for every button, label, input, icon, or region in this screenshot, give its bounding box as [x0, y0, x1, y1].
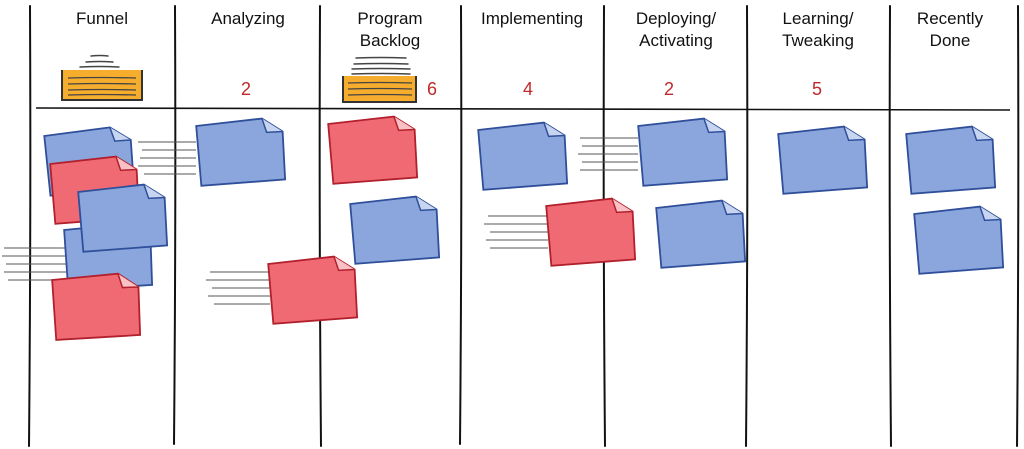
column-title-done: Recently Done: [880, 8, 1020, 52]
divider-line-8: [1016, 5, 1020, 447]
wip-limit-program-backlog: 6: [426, 79, 437, 99]
sticky-card-blue[interactable]: [349, 195, 441, 265]
sticky-card-red[interactable]: [267, 255, 359, 325]
divider-line-6: [745, 5, 749, 447]
column-title-line2: Done: [929, 31, 971, 50]
motion-lines: [2, 137, 638, 305]
column-title-line1: Deploying/: [635, 9, 717, 28]
divider-line-7: [888, 5, 892, 447]
sticky-card-blue[interactable]: [77, 183, 169, 253]
column-title-line2: Tweaking: [782, 31, 854, 50]
sticky-card-red[interactable]: [327, 115, 419, 185]
sticky-card-blue[interactable]: [905, 125, 997, 195]
funnel-container-icon: [61, 54, 143, 101]
sticky-card-blue[interactable]: [777, 125, 869, 195]
header-baseline: [35, 107, 1011, 111]
sticky-card-blue[interactable]: [655, 199, 747, 269]
sticky-card-blue[interactable]: [637, 117, 729, 187]
wip-limit-deploying: 2: [663, 79, 674, 99]
sticky-card-blue[interactable]: [913, 205, 1005, 275]
sticky-card-red[interactable]: [545, 197, 637, 267]
column-title-line1: Program: [357, 9, 423, 28]
column-dividers: [28, 5, 1020, 447]
column-title-funnel: Funnel: [32, 8, 172, 30]
divider-line-1: [28, 5, 32, 447]
divider-line-3: [318, 5, 322, 447]
column-title-program-backlog: Program Backlog: [320, 8, 460, 52]
wip-limit-analyzing: 2: [240, 79, 251, 99]
backlog-container-icon: [342, 56, 417, 103]
sticky-card-blue[interactable]: [477, 121, 569, 191]
wip-limit-learning: 5: [811, 79, 822, 99]
column-title-line1: Funnel: [76, 9, 128, 28]
wip-limit-implementing: 4: [522, 79, 533, 99]
column-title-line1: Learning/: [782, 9, 854, 28]
column-title-implementing: Implementing: [462, 8, 602, 30]
sticky-card-blue[interactable]: [195, 117, 287, 187]
column-title-line1: Recently: [916, 9, 984, 28]
column-title-learning: Learning/ Tweaking: [748, 8, 888, 52]
sticky-card-red[interactable]: [51, 272, 142, 341]
divider-line-2: [173, 5, 177, 445]
column-title-analyzing: Analyzing: [178, 8, 318, 30]
column-title-deploying: Deploying/ Activating: [606, 8, 746, 52]
divider-line-4: [459, 5, 463, 445]
column-title-line2: Activating: [639, 31, 713, 50]
column-title-line1: Analyzing: [211, 9, 285, 28]
column-title-line1: Implementing: [480, 9, 584, 28]
column-title-line2: Backlog: [359, 31, 421, 50]
